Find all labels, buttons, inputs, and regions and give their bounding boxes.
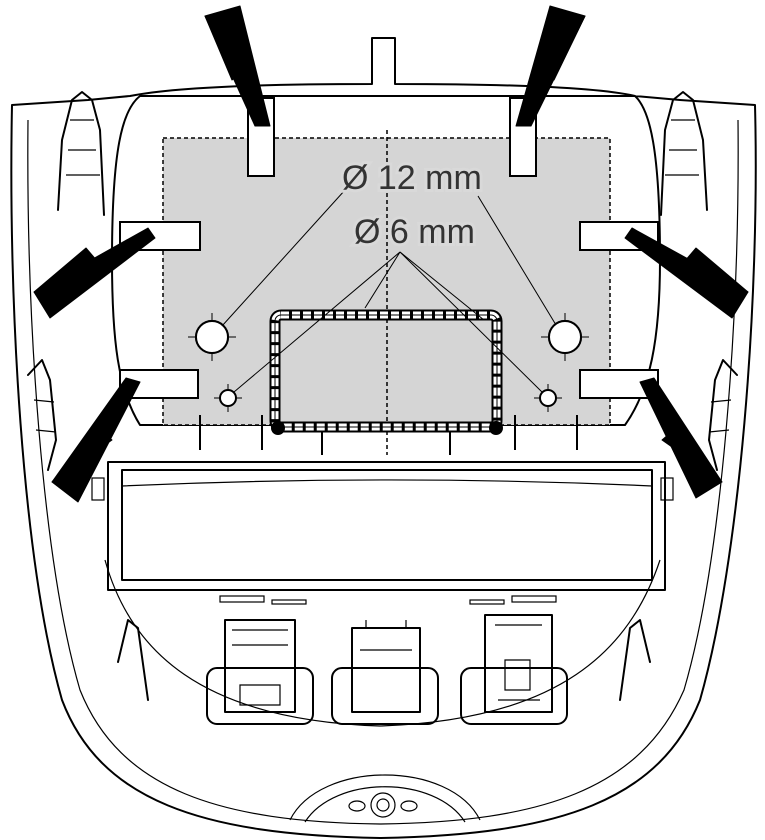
cable-cutout <box>269 309 503 435</box>
connector-right <box>460 614 568 725</box>
right-clip-lower <box>660 359 738 501</box>
connector-center <box>331 620 439 725</box>
arrow-low-right-body <box>661 427 723 483</box>
arrow-top-left-body <box>204 15 249 81</box>
small-hole-label: Ø 6 mm <box>354 213 475 251</box>
left-clip-lower <box>27 359 105 501</box>
mounting-plate-outline <box>111 95 661 426</box>
alignment-ticks <box>199 415 578 455</box>
leader-lines <box>221 189 557 393</box>
arrow-mid-right <box>624 227 749 319</box>
hole-small-right <box>534 384 562 412</box>
bottom-right-latch <box>619 619 651 701</box>
arrow-low-left-body <box>51 427 113 483</box>
arrow-mid-left-body <box>33 247 99 293</box>
right-clip-upper <box>660 91 708 216</box>
connector-left <box>206 619 314 725</box>
arrow-top-right-body <box>537 15 586 81</box>
arrow-mid-right-body <box>683 247 749 293</box>
housing-outline <box>10 37 757 839</box>
bottom-left-latch <box>117 619 149 701</box>
hole-large-left <box>188 313 236 361</box>
bottom-center-feature <box>289 774 481 823</box>
mounting-area-border <box>162 137 611 426</box>
hole-large-right <box>541 313 589 361</box>
large-hole-label: Ø 12 mm <box>342 159 482 197</box>
left-clip-upper <box>57 91 105 216</box>
display-window <box>107 461 666 605</box>
hole-small-left <box>214 384 242 412</box>
arrow-mid-left <box>33 227 156 319</box>
